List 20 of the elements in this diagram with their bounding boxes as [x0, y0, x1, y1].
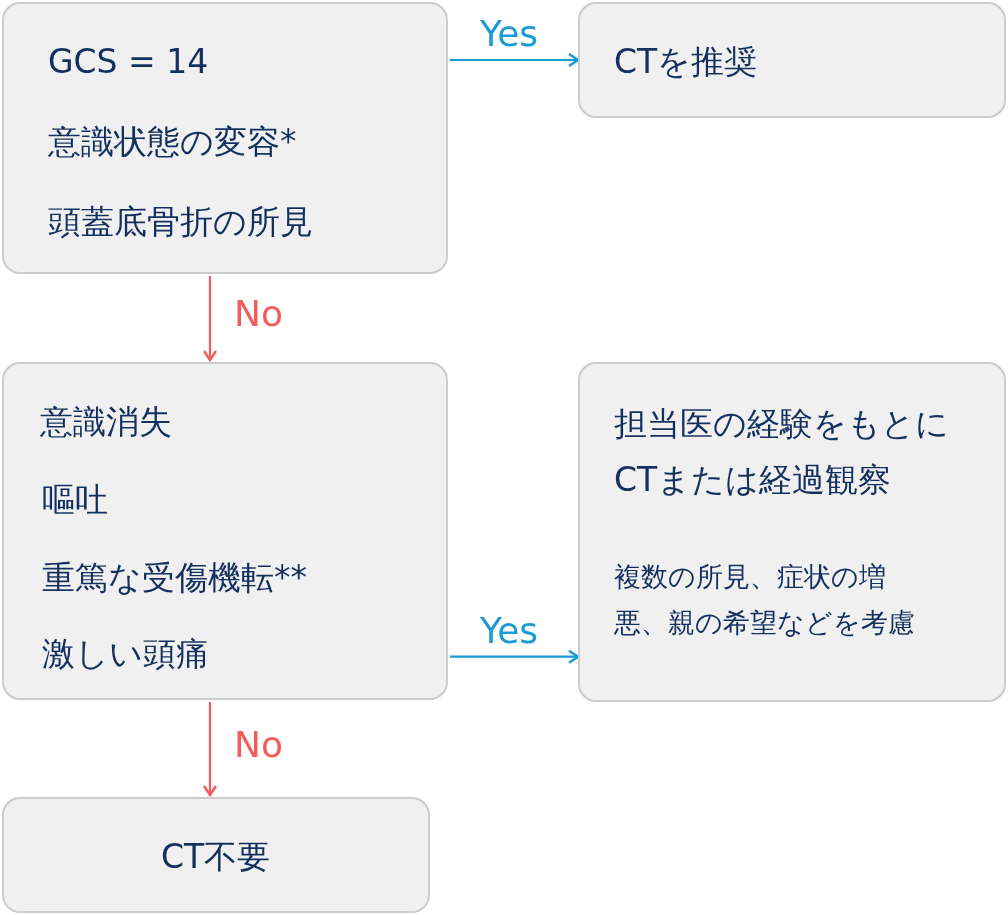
- arrow: [202, 702, 218, 797]
- box-text: 重篤な受傷機転**: [42, 558, 307, 598]
- box-text: 複数の所見、症状の増悪、親の希望などを考慮: [614, 560, 916, 640]
- box-text: 嘔吐: [42, 480, 108, 520]
- arrow: [450, 649, 580, 664]
- process-box: [2, 797, 430, 913]
- arrow: [450, 52, 580, 68]
- box-text: CT不要: [161, 837, 271, 877]
- process-box: [578, 362, 1006, 702]
- box-text: CTを推奨: [614, 42, 758, 82]
- process-box: [2, 2, 448, 274]
- process-box: [578, 2, 1006, 118]
- box-text: 担当医の経験をもとにCTまたは経過観察: [614, 402, 950, 502]
- arrow: [202, 276, 218, 362]
- box-text: 激しい頭痛: [42, 634, 209, 674]
- box-text: 頭蓋底骨折の所見: [48, 202, 313, 242]
- box-text: GCS = 14: [48, 42, 209, 82]
- box-text: 意識状態の変容*: [48, 122, 297, 162]
- box-text: 意識消失: [40, 402, 172, 442]
- process-box: [2, 362, 448, 700]
